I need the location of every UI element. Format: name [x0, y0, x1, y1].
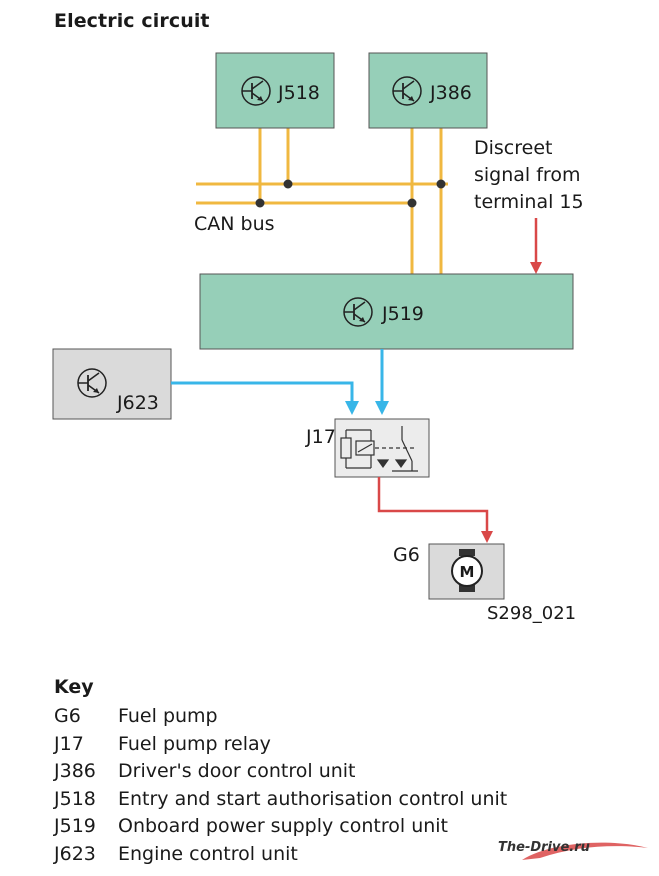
key-item: G6 Fuel pump: [54, 703, 507, 731]
key-code: J519: [54, 815, 96, 837]
j518-control-unit: J518: [215, 52, 335, 129]
j518-label: J518: [277, 82, 320, 104]
relay-icon: [340, 426, 418, 472]
transistor-icon: [343, 297, 373, 327]
signal-label-line2: signal from: [474, 164, 580, 186]
j623-engine-control-unit: J623: [52, 348, 172, 420]
key-code: J17: [54, 732, 84, 755]
key-desc: Onboard power supply control unit: [118, 815, 449, 837]
key-item: J519 Onboard power supply control unit: [54, 813, 507, 841]
signal-label-line3: terminal 15: [474, 191, 584, 213]
motor-icon: [451, 555, 483, 587]
j386-label: J386: [429, 82, 472, 104]
key-desc: Engine control unit: [118, 842, 298, 865]
j623-label: J623: [116, 392, 159, 414]
j519-control-unit: J519: [199, 273, 574, 350]
key-item: J386 Driver's door control unit: [54, 758, 507, 786]
g6-fuel-pump: M G6: [393, 543, 505, 600]
key-code: G6: [54, 705, 81, 727]
j519-label: J519: [381, 303, 424, 325]
key-code: J386: [54, 760, 96, 782]
terminal-15-arrow: [530, 218, 542, 274]
j17-relay: J17: [305, 418, 430, 478]
can-bus-label: CAN bus: [194, 213, 275, 235]
can-bus-junctions: [255, 179, 446, 208]
terminal-15-signal-label: Discreet signal from terminal 15: [474, 137, 584, 213]
j386-control-unit: J386: [368, 52, 488, 129]
figure-code: S298_021: [487, 603, 576, 624]
g6-label: G6: [393, 544, 420, 566]
key-code: J518: [54, 787, 96, 810]
key-list: G6 Fuel pump J17 Fuel pump relay J386 Drive…: [54, 703, 507, 868]
signal-label-line1: Discreet: [474, 137, 552, 159]
diagram-title: Electric circuit: [54, 10, 210, 32]
transistor-icon: [392, 76, 422, 106]
j17-label: J17: [305, 426, 336, 448]
data-lines: [171, 349, 389, 415]
key-code: J623: [54, 842, 96, 865]
key-desc: Fuel pump relay: [118, 732, 271, 755]
watermark-logo: The-Drive.ru: [498, 840, 590, 855]
transistor-icon: [77, 368, 107, 398]
key-item: J623 Engine control unit: [54, 841, 507, 869]
key-heading: Key: [54, 676, 94, 698]
transistor-icon: [241, 76, 271, 106]
watermark-swoosh: [522, 842, 648, 860]
key-item: J17 Fuel pump relay: [54, 731, 507, 759]
key-desc: Driver's door control unit: [118, 760, 356, 782]
key-desc: Fuel pump: [118, 705, 218, 727]
motor-symbol: M: [460, 563, 475, 581]
key-desc: Entry and start authorisation control un…: [118, 787, 508, 810]
key-item: J518 Entry and start authorisation contro…: [54, 786, 507, 814]
power-line: [377, 477, 493, 543]
